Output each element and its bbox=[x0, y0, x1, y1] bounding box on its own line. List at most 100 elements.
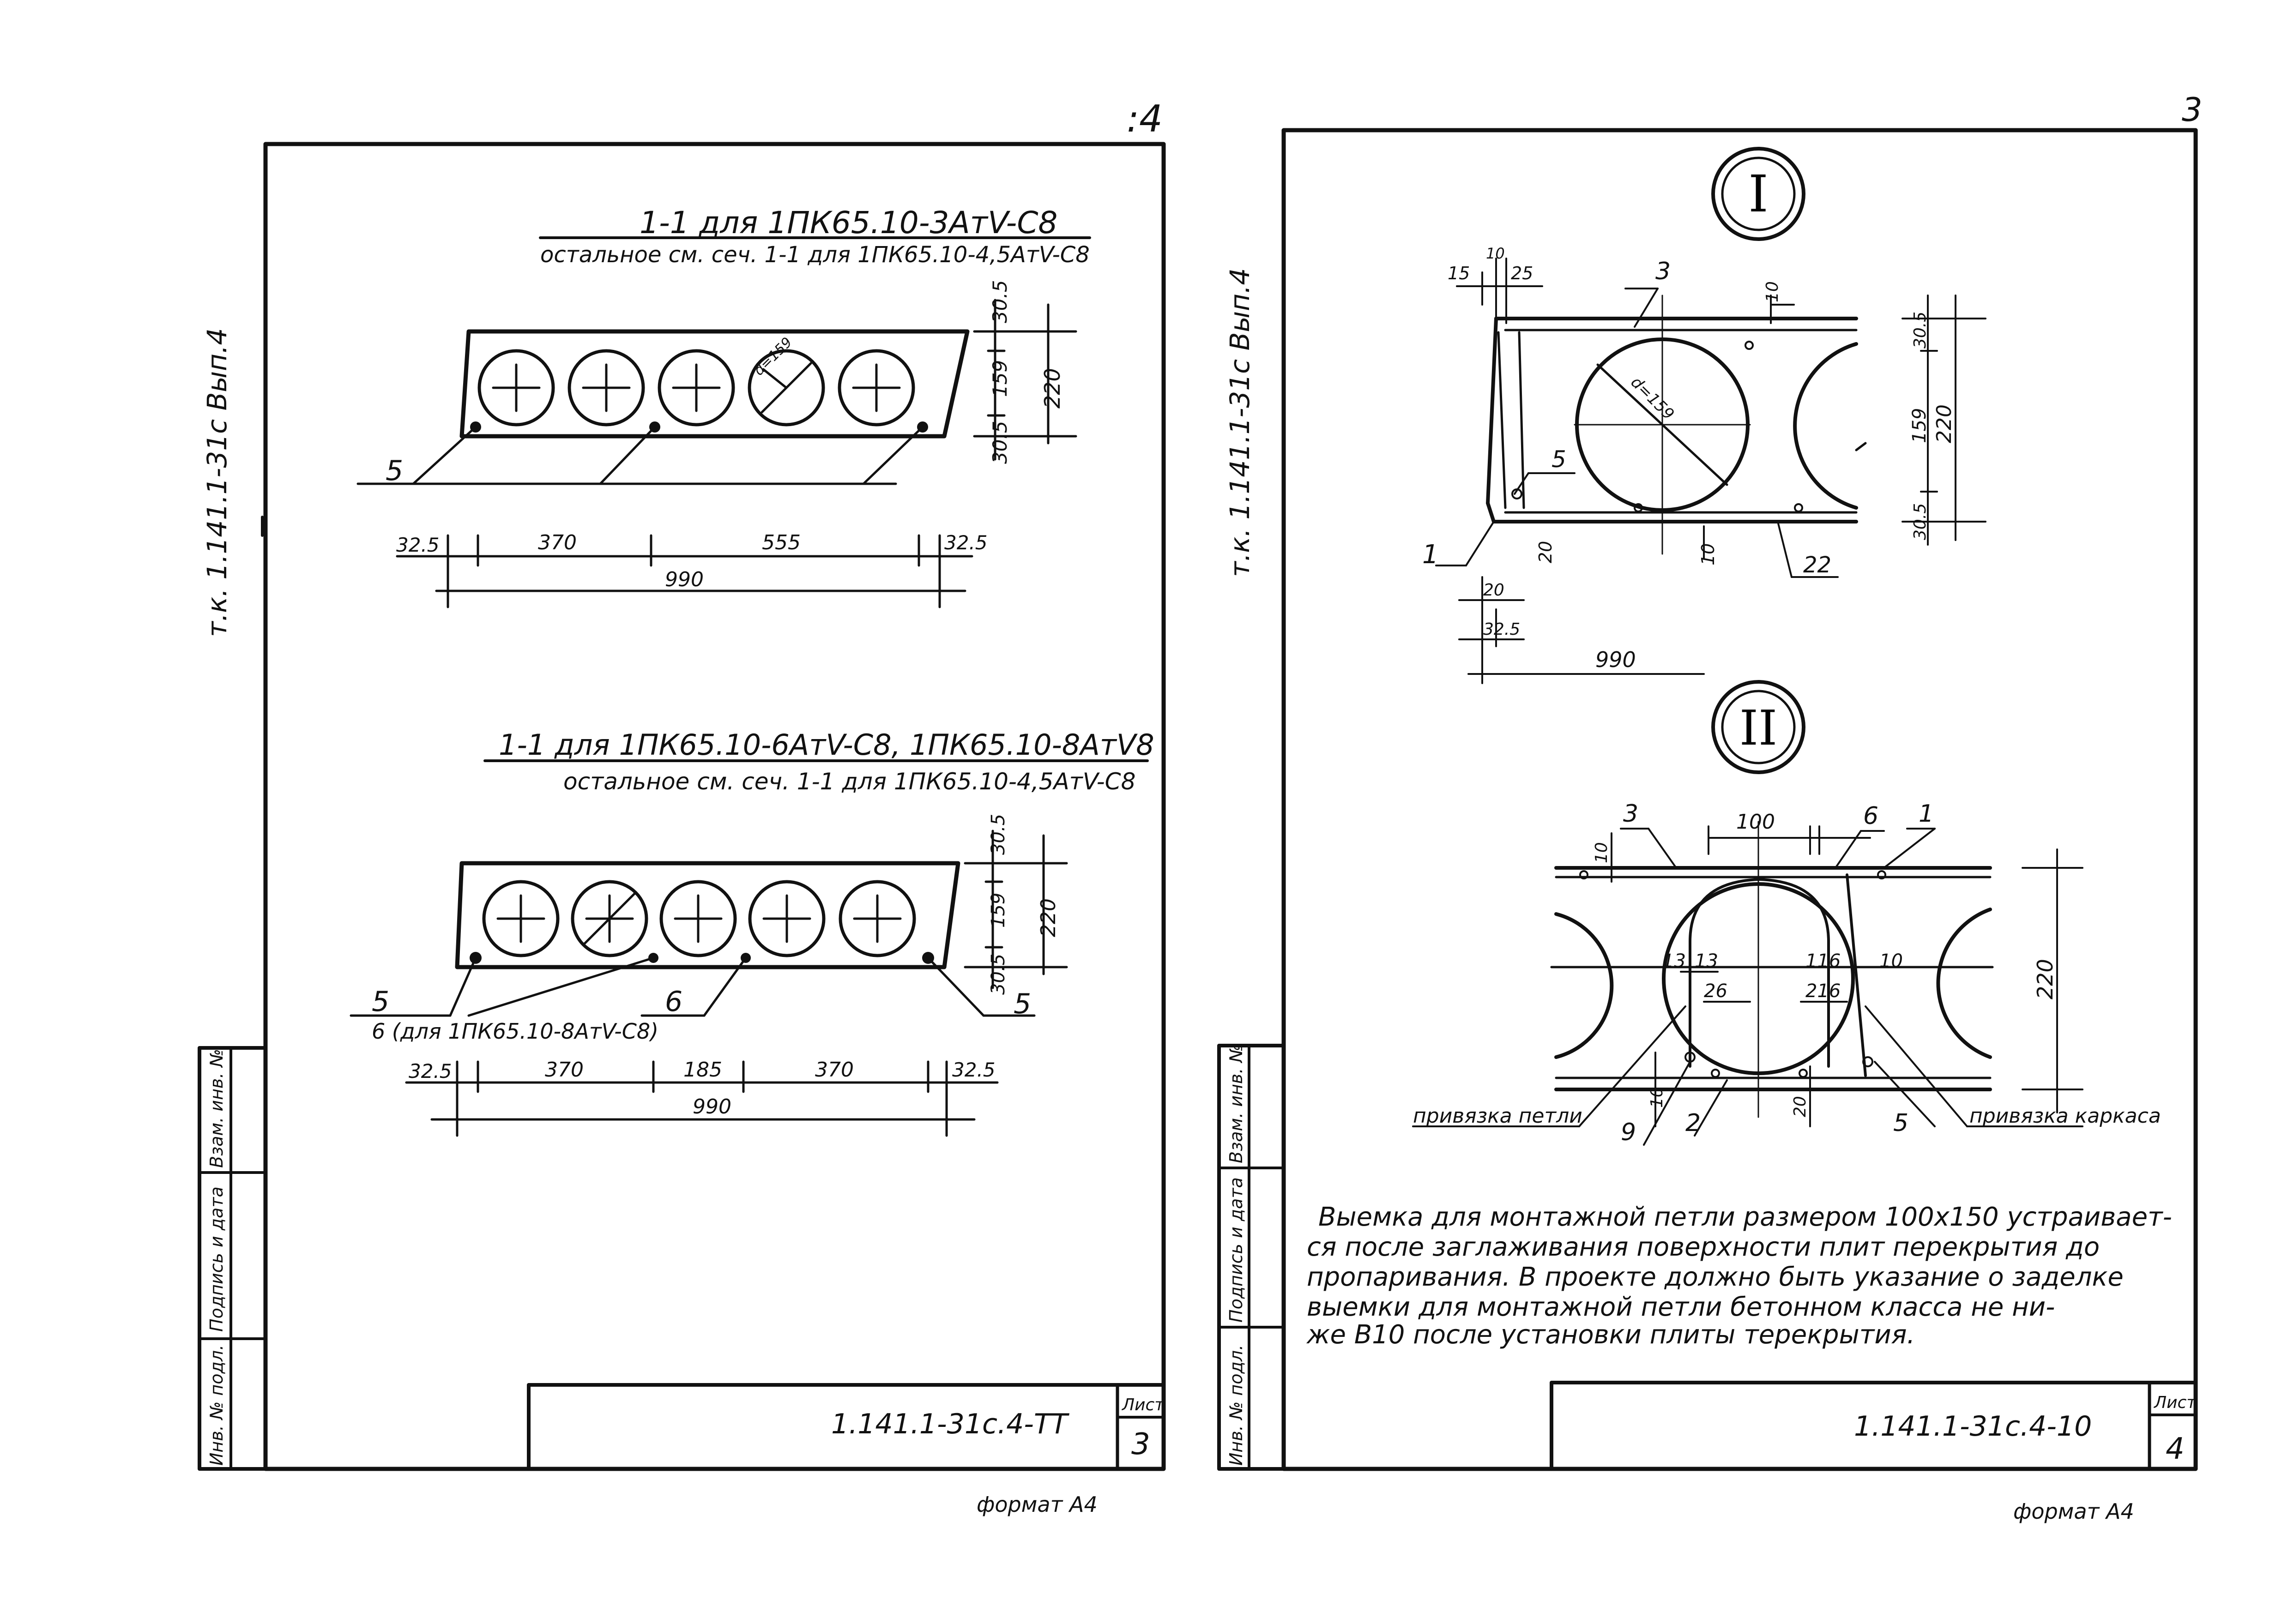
dim-13-b: 13 bbox=[1695, 950, 1718, 972]
stamp-vzam-inv: Взам. инв. № bbox=[1226, 1044, 1246, 1163]
slab-section-bottom bbox=[455, 861, 960, 969]
section-top-title: 1-1 для 1ПК65.10-3АтV-С8 bbox=[640, 205, 1057, 241]
dim-10-top: 10 bbox=[1763, 281, 1782, 302]
callout-left-note: 6 (для 1ПК65.10-8АтV-С8) bbox=[372, 1019, 658, 1044]
note-line-3: пропаривания. В проекте должно быть указ… bbox=[1307, 1262, 2124, 1292]
left-sheet: :4 т.к. 1.141.1-31с Вып.4 1-1 для 1ПК65.… bbox=[198, 97, 1166, 1517]
void-circle bbox=[659, 880, 737, 957]
dim-25: 25 bbox=[1511, 263, 1533, 283]
dim-216: 216 bbox=[1805, 980, 1841, 1002]
dim-mid: 159 bbox=[989, 360, 1011, 397]
section-top: 1-1 для 1ПК65.10-3АтV-С8 остальное см. с… bbox=[356, 205, 1091, 608]
dim-10: 10 bbox=[1592, 842, 1611, 863]
dim-row-370-b: 370 bbox=[815, 1058, 854, 1082]
left-sheet-label: Лист bbox=[1121, 1395, 1165, 1414]
dim-10: 10 bbox=[1486, 245, 1505, 262]
dim-top: 30.5 bbox=[989, 280, 1011, 323]
dim-row-370-a: 370 bbox=[545, 1058, 584, 1082]
left-sheet-frame bbox=[263, 142, 1166, 1471]
left-corner-mark: :4 bbox=[1127, 97, 1163, 140]
dim-height: 220 bbox=[1932, 404, 1956, 443]
dim-mid: 159 bbox=[988, 893, 1009, 928]
dim-height: 220 bbox=[1037, 898, 1060, 937]
callout-mid-6: 6 bbox=[665, 986, 682, 1018]
callout-2: 2 bbox=[1685, 1109, 1701, 1137]
void-circle bbox=[658, 349, 735, 427]
void-circle bbox=[748, 349, 825, 427]
callout-1: 1 bbox=[1422, 540, 1439, 570]
right-title-block: 1.141.1-31с.4-10 Лист 4 bbox=[1550, 1381, 2197, 1471]
dim-20-bottom: 20 bbox=[1791, 1096, 1810, 1117]
callout-3: 3 bbox=[1623, 800, 1638, 828]
dim-left-20: 20 bbox=[1483, 581, 1504, 600]
right-stamp-strip: Инв. № подл. Подпись и дата Взам. инв. № bbox=[1217, 1044, 1286, 1471]
dim-row-555: 555 bbox=[762, 531, 801, 554]
right-drawing-code: 1.141.1-31с.4-10 bbox=[1854, 1410, 2092, 1443]
note-line-2: ся после заглаживания поверхности плит п… bbox=[1307, 1232, 2100, 1262]
dim-top: 30.5 bbox=[1911, 312, 1930, 349]
right-format-note: формат А4 bbox=[2013, 1499, 2134, 1524]
callout-3: 3 bbox=[1655, 258, 1671, 285]
left-format-note: формат А4 bbox=[977, 1492, 1098, 1517]
dim-bottom: 30.5 bbox=[1911, 503, 1930, 540]
left-side-label: т.к. 1.141.1-31с Вып.4 bbox=[201, 328, 233, 637]
note-block: Выемка для монтажной петли размером 100х… bbox=[1306, 1202, 2172, 1350]
note-line-4: выемки для монтажной петли бетонном клас… bbox=[1307, 1292, 2055, 1322]
callout-5: 5 bbox=[1893, 1109, 1908, 1137]
dim-bottom: 30.5 bbox=[988, 954, 1009, 995]
callout-9: 9 bbox=[1621, 1119, 1636, 1146]
right-sheet-label: Лист bbox=[2153, 1393, 2197, 1412]
dim-row-32-5-left: 32.5 bbox=[409, 1060, 452, 1083]
slab-section-top bbox=[459, 329, 970, 439]
dim-10-bottom: 10 bbox=[1648, 1087, 1666, 1108]
stamp-inv-podl: Инв. № подл. bbox=[1226, 1345, 1246, 1466]
dim-total: 990 bbox=[665, 568, 704, 591]
dim-bottom: 30.5 bbox=[989, 421, 1011, 464]
node-1-marker: I bbox=[1748, 164, 1768, 223]
left-sheet-number: 3 bbox=[1131, 1427, 1150, 1462]
void-circle bbox=[482, 880, 560, 957]
dim-26: 26 bbox=[1704, 980, 1727, 1002]
void-circle bbox=[748, 880, 826, 957]
left-stamp-strip: Инв. № подл. Подпись и дата Взам. инв. № bbox=[198, 1046, 267, 1471]
dim-15: 15 bbox=[1448, 263, 1470, 283]
void-circle bbox=[477, 349, 555, 427]
dim-height: 220 bbox=[2033, 959, 2058, 999]
dim-10-right: 10 bbox=[1879, 950, 1903, 972]
dim-100: 100 bbox=[1736, 810, 1775, 834]
stamp-inv-podl: Инв. № подл. bbox=[206, 1345, 227, 1466]
dim-10-bot: 10 bbox=[1698, 543, 1718, 565]
section-bottom-subtitle: остальное см. сеч. 1-1 для 1ПК65.10-4,5А… bbox=[563, 768, 1135, 795]
dim-13-a: 13 bbox=[1662, 950, 1686, 972]
callout-right-5: 5 bbox=[1014, 988, 1031, 1020]
dim-left-32-5: 32.5 bbox=[1483, 620, 1520, 639]
void-circle bbox=[839, 880, 916, 957]
dim-total: 990 bbox=[1595, 647, 1636, 672]
callout-5: 5 bbox=[1551, 446, 1566, 473]
right-side-label: т.к. 1.141.1-31с Вып.4 bbox=[1224, 268, 1256, 577]
right-sheet-number: 4 bbox=[2166, 1432, 2185, 1466]
dim-height: 220 bbox=[1040, 368, 1065, 409]
stamp-podpis-data: Подпись и дата bbox=[206, 1186, 227, 1332]
callout-left-5: 5 bbox=[372, 986, 389, 1018]
dim-row-370: 370 bbox=[538, 531, 577, 554]
dim-116: 116 bbox=[1805, 950, 1841, 972]
right-corner-mark: 3 bbox=[2182, 91, 2203, 129]
label-loop: привязка петли bbox=[1413, 1104, 1582, 1128]
node-2-marker-circle bbox=[1711, 680, 1805, 774]
section-bottom-title: 1-1 для 1ПК65.10-6АтV-С8, 1ПК65.10-8АтV8 bbox=[499, 728, 1154, 762]
dim-row-32-5-right: 32.5 bbox=[944, 531, 988, 554]
dim-20: 20 bbox=[1535, 541, 1556, 563]
node-2-marker: II bbox=[1739, 700, 1777, 756]
callout-6: 6 bbox=[1863, 802, 1878, 830]
void-circle bbox=[567, 349, 645, 427]
dim-diameter: d=159 bbox=[751, 334, 795, 379]
note-line-1: Выемка для монтажной петли размером 100х… bbox=[1318, 1202, 2172, 1232]
dim-mid: 159 bbox=[1909, 408, 1930, 443]
void-circle bbox=[571, 880, 648, 957]
node-1: I d=159 bbox=[1422, 147, 1986, 684]
callout-22: 22 bbox=[1803, 552, 1831, 578]
dim-row-32-5-left: 32.5 bbox=[396, 534, 440, 556]
node-1-marker-circle bbox=[1711, 147, 1805, 241]
